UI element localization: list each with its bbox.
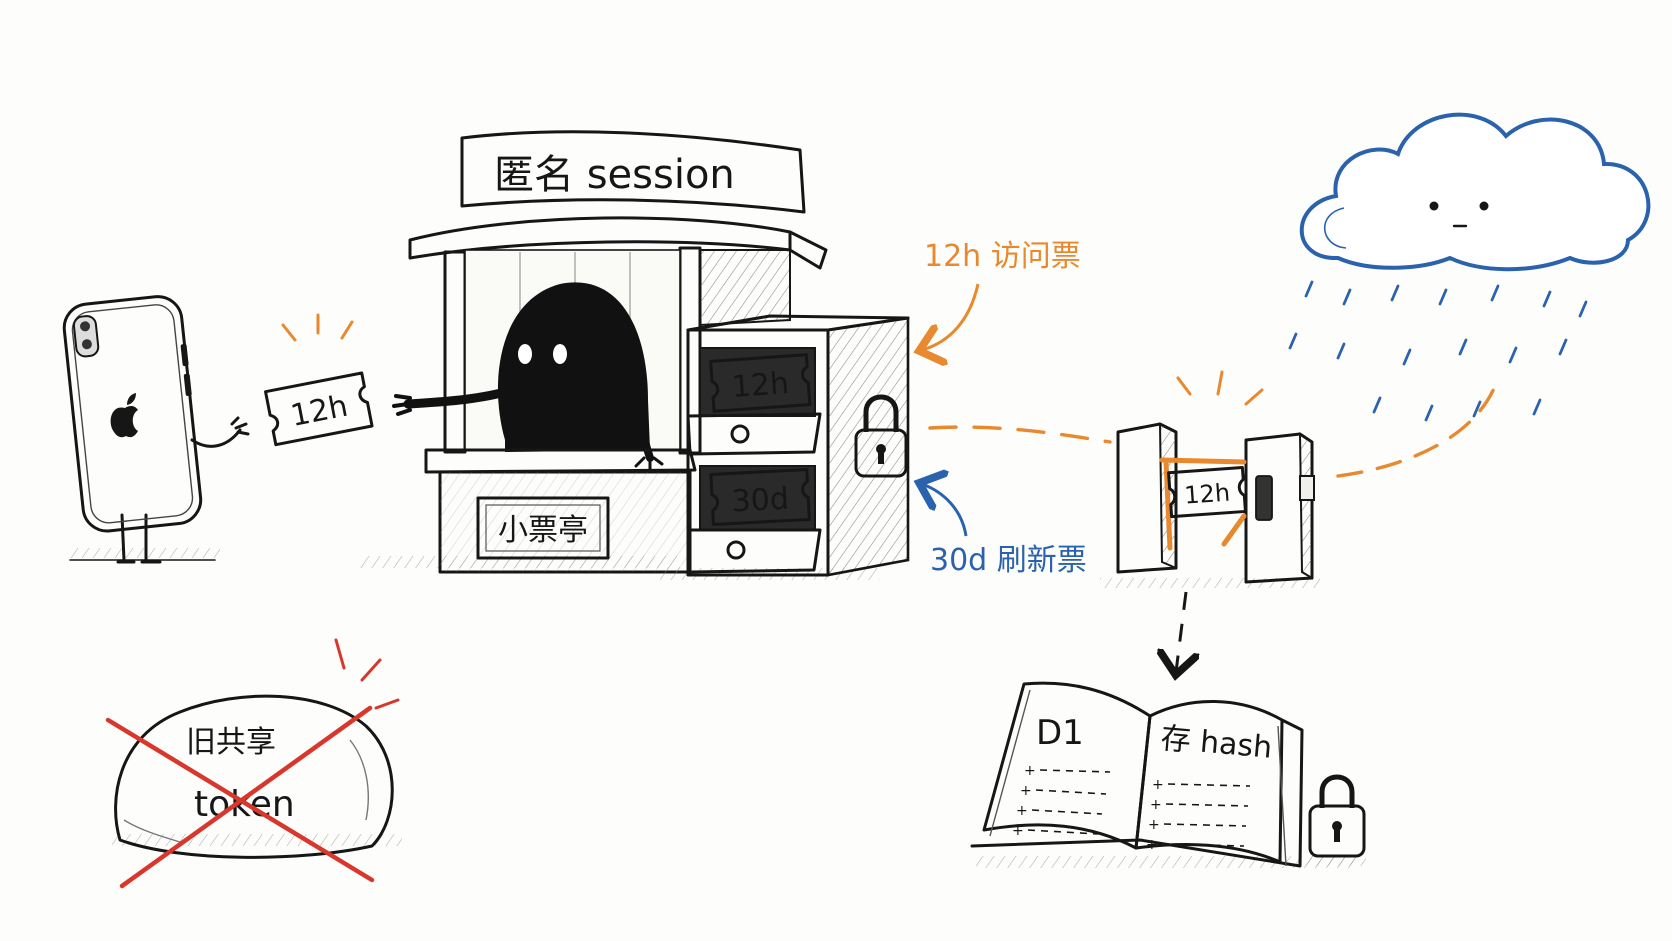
svg-text:+: +: [1012, 823, 1024, 839]
book-right-page-title: 存 hash: [1159, 721, 1273, 766]
cabinet-padlock-icon: [854, 394, 908, 478]
drawer-top-ticket-label: 12h: [731, 366, 790, 405]
booth-plaque-text: 小票亭: [498, 513, 588, 548]
ticket-cabinet: 12h 30d: [660, 314, 910, 580]
turnstile-sparkle-icon: [1176, 370, 1264, 406]
red-cross-icon: [105, 638, 400, 889]
ledger-book: D1 存 hash + + + + + + + +: [970, 681, 1356, 868]
drawer-bottom-ticket-label: 30d: [731, 482, 790, 520]
handed-ticket-12h: 12h: [264, 371, 374, 447]
drawer-ticket-12h: 12h: [709, 353, 812, 413]
phone-character: [62, 295, 250, 564]
access-ticket-label: 12h 访问票: [924, 239, 1081, 274]
rock-line-1: 旧共享: [186, 725, 276, 760]
book-padlock-icon: [1306, 774, 1366, 866]
handed-ticket-label: 12h: [288, 389, 351, 434]
ticket-sparkle-icon: [281, 313, 354, 342]
svg-text:+: +: [1020, 783, 1032, 799]
svg-text:+: +: [1150, 797, 1162, 813]
drawer-ticket-30d: 30d: [709, 468, 811, 526]
refresh-ticket-label: 30d 刷新票: [930, 543, 1087, 578]
svg-text:+: +: [1148, 817, 1160, 833]
svg-text:+: +: [1146, 837, 1158, 853]
rain-drops-icon: [1288, 280, 1588, 422]
book-left-page-title: D1: [1036, 713, 1084, 753]
booth-sign-text: 匿名 session: [494, 152, 735, 198]
booth-clerk-creature: [392, 282, 664, 472]
turnstile-to-book-dashed-arrow: [1176, 591, 1186, 672]
turnstile-ticket-label: 12h: [1183, 479, 1231, 510]
turnstile-ticket-12h: 12h: [1167, 466, 1247, 519]
ticket-booth: 匿名 session: [360, 130, 828, 574]
cabinet-to-turnstile-dashed-link: [928, 425, 1112, 444]
old-token-rock: 旧共享 token: [105, 638, 402, 889]
svg-text:+: +: [1152, 777, 1164, 793]
cloud-character: [1299, 112, 1651, 272]
apple-logo-icon: [110, 393, 138, 438]
turnstile-gate: 12h: [1100, 370, 1320, 588]
svg-text:+: +: [1024, 763, 1036, 779]
turnstile-to-cloud-dashed-link: [1336, 376, 1500, 478]
svg-text:+: +: [1016, 803, 1028, 819]
